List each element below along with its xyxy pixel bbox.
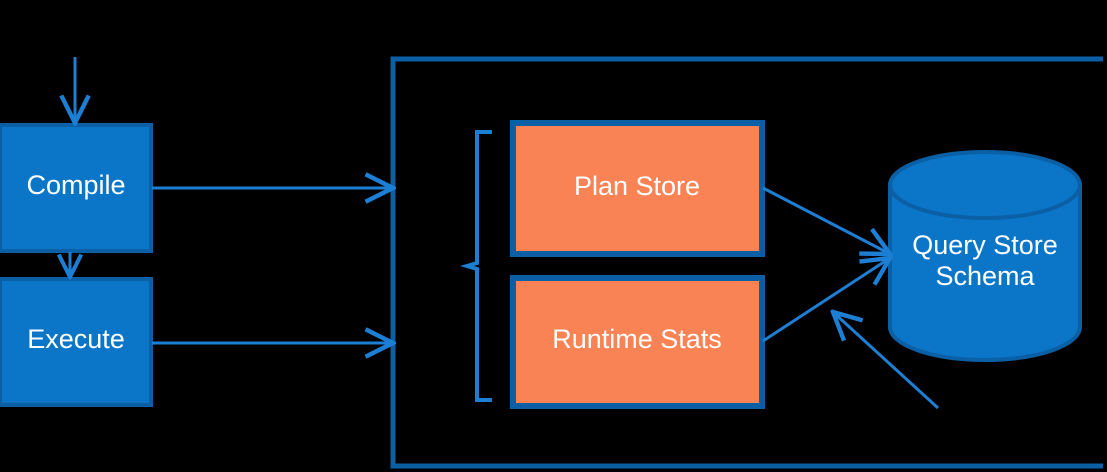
- plan-store-box[interactable]: [510, 120, 765, 257]
- connector-plan-store-to-schema: [762, 186, 890, 254]
- query-store-schema-cylinder[interactable]: [888, 150, 1082, 362]
- query-store-boundary: [390, 56, 1103, 469]
- execute-box[interactable]: [0, 277, 153, 407]
- connector-runtime-stats-to-schema: [762, 258, 890, 343]
- connector-external-to-schema: [833, 312, 940, 410]
- store-group-bracket: [460, 130, 492, 402]
- compile-box[interactable]: [0, 123, 153, 253]
- runtime-stats-box[interactable]: [510, 275, 765, 409]
